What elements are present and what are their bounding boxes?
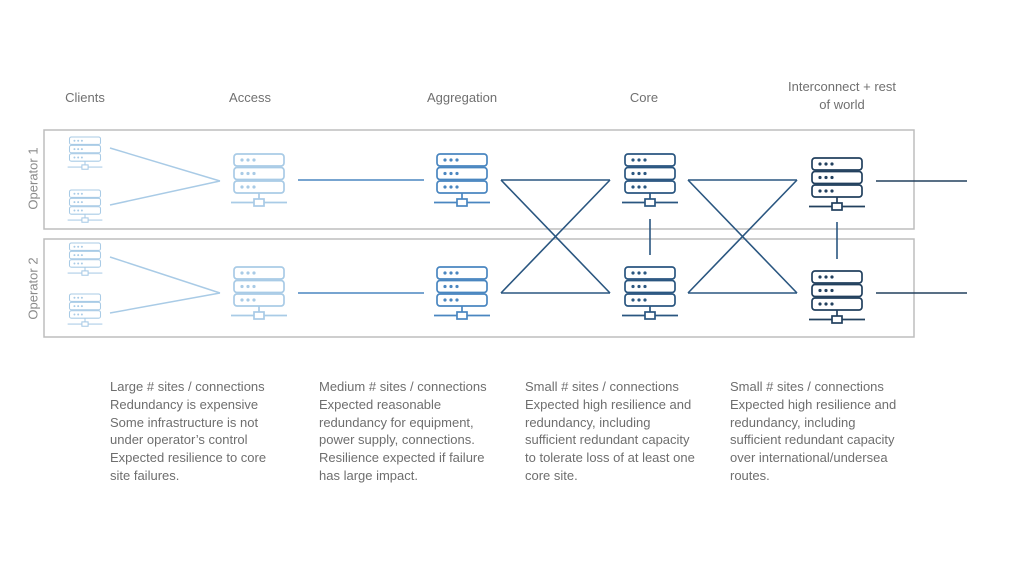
server-interconnect-2-server-icon xyxy=(809,271,865,323)
server-access-2-server-icon xyxy=(231,267,287,319)
description-line: Expected high resilience and xyxy=(525,396,695,414)
description-access: Large # sites / connections Redundancy i… xyxy=(110,378,266,485)
description-line: core site. xyxy=(525,467,695,485)
server-core-1-server-icon xyxy=(622,154,678,206)
description-line: Large # sites / connections xyxy=(110,378,266,396)
server-icons xyxy=(68,137,865,326)
client-access-links xyxy=(110,148,220,313)
aggregation-core-cross-links xyxy=(501,180,610,293)
link-client2b-access2 xyxy=(110,293,220,313)
description-line: redundancy for equipment, xyxy=(319,414,487,432)
server-client-2b-server-icon xyxy=(68,294,103,326)
description-line: Some infrastructure is not xyxy=(110,414,266,432)
description-line: Medium # sites / connections xyxy=(319,378,487,396)
server-aggregation-1-server-icon xyxy=(434,154,490,206)
description-line: over international/undersea xyxy=(730,449,896,467)
link-client1b-access1 xyxy=(110,181,220,205)
description-line: redundancy, including xyxy=(730,414,896,432)
description-line: Resilience expected if failure xyxy=(319,449,487,467)
description-line: Expected reasonable xyxy=(319,396,487,414)
server-client-1b-server-icon xyxy=(68,190,103,222)
link-client2a-access2 xyxy=(110,257,220,293)
description-core: Small # sites / connections Expected hig… xyxy=(525,378,695,485)
description-line: Small # sites / connections xyxy=(525,378,695,396)
server-interconnect-1-server-icon xyxy=(809,158,865,210)
description-line: sufficient redundant capacity xyxy=(525,431,695,449)
description-line: Expected resilience to core xyxy=(110,449,266,467)
description-interconnect: Small # sites / connections Expected hig… xyxy=(730,378,896,485)
description-line: routes. xyxy=(730,467,896,485)
description-line: Redundancy is expensive xyxy=(110,396,266,414)
description-line: sufficient redundant capacity xyxy=(730,431,896,449)
description-line: power supply, connections. xyxy=(319,431,487,449)
core-interconnect-cross-links xyxy=(688,180,797,293)
server-client-2a-server-icon xyxy=(68,243,103,275)
description-aggregation: Medium # sites / connections Expected re… xyxy=(319,378,487,485)
world-links xyxy=(876,181,967,293)
server-core-2-server-icon xyxy=(622,267,678,319)
description-line: to tolerate loss of at least one xyxy=(525,449,695,467)
description-line: under operator’s control xyxy=(110,431,266,449)
description-line: redundancy, including xyxy=(525,414,695,432)
description-line: Expected high resilience and xyxy=(730,396,896,414)
link-client1a-access1 xyxy=(110,148,220,181)
description-line: Small # sites / connections xyxy=(730,378,896,396)
server-access-1-server-icon xyxy=(231,154,287,206)
server-aggregation-2-server-icon xyxy=(434,267,490,319)
server-client-1a-server-icon xyxy=(68,137,103,169)
description-line: site failures. xyxy=(110,467,266,485)
description-line: has large impact. xyxy=(319,467,487,485)
access-aggregation-links xyxy=(298,180,424,293)
